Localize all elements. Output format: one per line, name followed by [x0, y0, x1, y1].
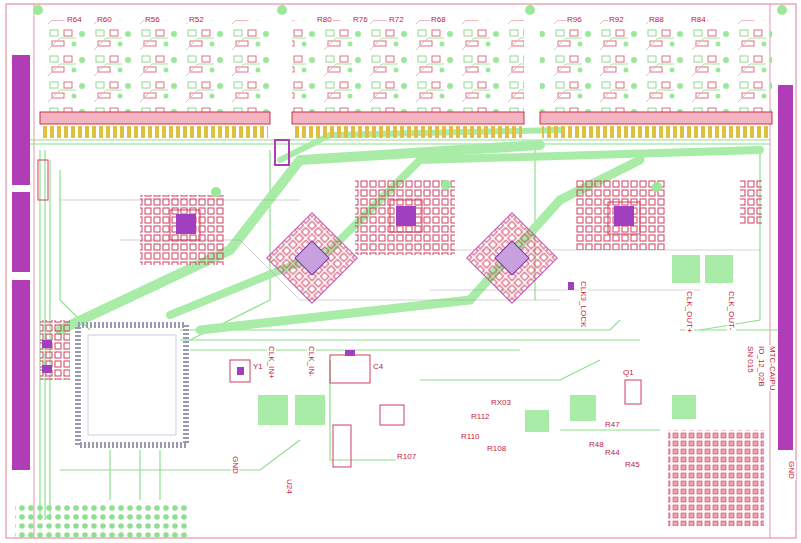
pcb-label: R108	[486, 444, 507, 453]
pcb-label: R112	[470, 412, 491, 421]
pcb-label: CLK_IN+	[267, 345, 276, 380]
pcb-label: R44	[604, 448, 621, 457]
pcb-label: R80	[316, 15, 333, 24]
pcb-label: R60	[96, 15, 113, 24]
pcb-label: GND	[787, 460, 796, 480]
pcb-label: CLK_OUT+	[685, 290, 694, 334]
pcb-label: MTC-CAIPU	[768, 345, 777, 391]
pcb-label: C4	[372, 362, 384, 371]
pcb-label: CLK3_LOCK	[579, 280, 588, 328]
pcb-label: R56	[144, 15, 161, 24]
pcb-label: R84	[690, 15, 707, 24]
pcb-label: R92	[608, 15, 625, 24]
pcb-label: SN 015	[746, 345, 755, 374]
pcb-label: Y1	[252, 362, 264, 371]
pcb-label: R45	[624, 460, 641, 469]
pcb-label: R52	[188, 15, 205, 24]
pcb-label: CLK_IN-	[307, 345, 316, 378]
pcb-label: R96	[566, 15, 583, 24]
pcb-label: IO_12_02B	[757, 345, 766, 387]
pcb-label: CLK_OUT-	[727, 290, 736, 331]
pcb-label: R64	[66, 15, 83, 24]
pcb-label: R48	[588, 440, 605, 449]
pcb-label: R107	[396, 452, 417, 461]
pcb-label: R110	[460, 432, 481, 441]
pcb-label: RX03	[490, 398, 512, 407]
pcb-label: GND	[231, 455, 240, 475]
pcb-label: R88	[648, 15, 665, 24]
pcb-label: R47	[604, 420, 621, 429]
pcb-label: R72	[388, 15, 405, 24]
pcb-label: R76	[352, 15, 369, 24]
pcb-label: R68	[430, 15, 447, 24]
pcb-label: U24	[285, 478, 294, 495]
pcb-label: Q1	[622, 368, 635, 377]
